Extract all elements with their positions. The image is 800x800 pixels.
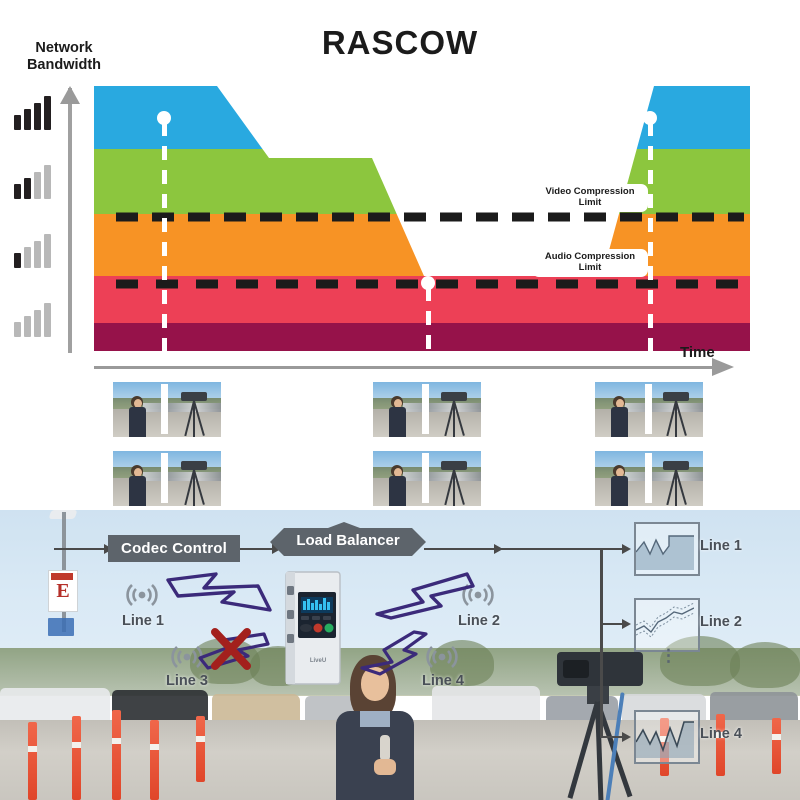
output-ellipsis: ⋮ [660, 646, 677, 665]
signal-2-of-4-icon [14, 165, 56, 199]
thumbnail-r2c1 [113, 451, 221, 506]
marker-recovered-dashline [647, 122, 653, 351]
marker-recovered-axis-dash [647, 352, 653, 378]
flow-arrowhead-2 [272, 544, 281, 554]
output-label-line-4: Line 4 [700, 726, 742, 742]
y-axis-label-line1: Network [35, 40, 93, 56]
x-axis-line [94, 366, 714, 369]
marker-good-axis-dash [161, 352, 167, 378]
parking-sign: E [48, 570, 78, 612]
codec-control-node[interactable]: Codec Control [108, 535, 240, 562]
traffic-cone [150, 720, 159, 800]
thumbnail-r2c3 [595, 451, 703, 506]
marker-good-dashline [161, 122, 167, 351]
line-2-label: Line 2 [458, 613, 500, 629]
encoder-hardware-unit: LiveU [282, 570, 344, 686]
field-scene-diagram: E [0, 510, 800, 800]
y-axis-label-line2: Bandwidth [26, 57, 102, 74]
line-3-failure-x-icon [208, 628, 254, 677]
output-chart-line-2 [634, 598, 700, 652]
y-axis-line [68, 88, 72, 353]
traffic-cone [72, 716, 81, 800]
page-title: RASCOW [321, 24, 479, 61]
signal-bolt-line-2 [375, 572, 475, 625]
marker-degraded-axis-dash [425, 352, 431, 378]
antenna-line-1-icon [125, 576, 159, 610]
output-arrowhead-2 [622, 619, 631, 629]
thumbnail-r1c1 [113, 382, 221, 437]
output-arrowhead-1 [622, 544, 631, 554]
y-axis-arrowhead [60, 86, 80, 104]
signal-bolt-line-4 [360, 628, 432, 681]
thumbnail-r1c3 [595, 382, 703, 437]
signal-0-of-4-icon [14, 303, 56, 337]
output-bus-vertical [600, 548, 603, 738]
traffic-cone [28, 722, 37, 800]
x-axis-label: Time [680, 344, 715, 361]
thumbnail-r1c2 [373, 382, 481, 437]
x-axis-arrowhead [712, 358, 734, 376]
output-branch-3 [600, 736, 626, 738]
flow-arrowhead-3 [494, 544, 503, 554]
thumbnail-r2c2 [373, 451, 481, 506]
blue-sign [48, 618, 74, 636]
output-branch-2 [600, 623, 626, 625]
signal-1-of-4-icon [14, 234, 56, 268]
band-baseline-full [94, 323, 750, 351]
marker-degraded-dashline [425, 287, 431, 351]
traffic-cone [716, 714, 725, 776]
flow-arrow-lb-to-outputs [424, 548, 604, 550]
flow-arrow-source-to-codec [54, 548, 106, 550]
codec-control-label: Codec Control [121, 540, 227, 557]
output-label-line-2: Line 2 [700, 614, 742, 630]
output-chart-line-1 [634, 522, 700, 576]
marker-good [157, 111, 171, 125]
line-1-label: Line 1 [122, 613, 164, 629]
marker-degraded [421, 276, 435, 290]
car [432, 686, 540, 724]
tree [730, 642, 800, 688]
traffic-cone [196, 716, 205, 782]
bandwidth-chart-panel: RASCOW Network Bandwidth [14, 24, 750, 506]
car [0, 688, 110, 724]
car [112, 690, 208, 724]
svg-text:LiveU: LiveU [310, 658, 326, 664]
flow-arrow-codec-to-lb [240, 548, 274, 550]
tree [430, 640, 494, 686]
load-balancer-node[interactable]: Load Balancer [270, 522, 426, 562]
line-4-label: Line 4 [422, 673, 464, 689]
video-compression-limit-label: Video Compression Limit [532, 184, 648, 212]
bandwidth-area-plot: Video Compression Limit Audio Compressio… [94, 86, 750, 351]
output-chart-line-4 [634, 710, 700, 764]
tree [660, 636, 740, 686]
output-branch-1 [600, 548, 626, 550]
traffic-cone [112, 710, 121, 800]
load-balancer-label: Load Balancer [296, 532, 400, 549]
signal-4-of-4-icon [14, 96, 56, 130]
signal-bolt-line-1 [166, 572, 276, 627]
y-axis-label: Network Bandwidth [14, 40, 114, 74]
audio-compression-limit-label: Audio Compression Limit [532, 249, 648, 277]
output-arrowhead-3 [622, 732, 631, 742]
antenna-line-4-icon [425, 638, 459, 672]
line-3-label: Line 3 [166, 673, 208, 689]
car [212, 694, 300, 724]
marker-recovered [643, 111, 657, 125]
output-label-line-1: Line 1 [700, 538, 742, 554]
traffic-cone [772, 718, 781, 774]
